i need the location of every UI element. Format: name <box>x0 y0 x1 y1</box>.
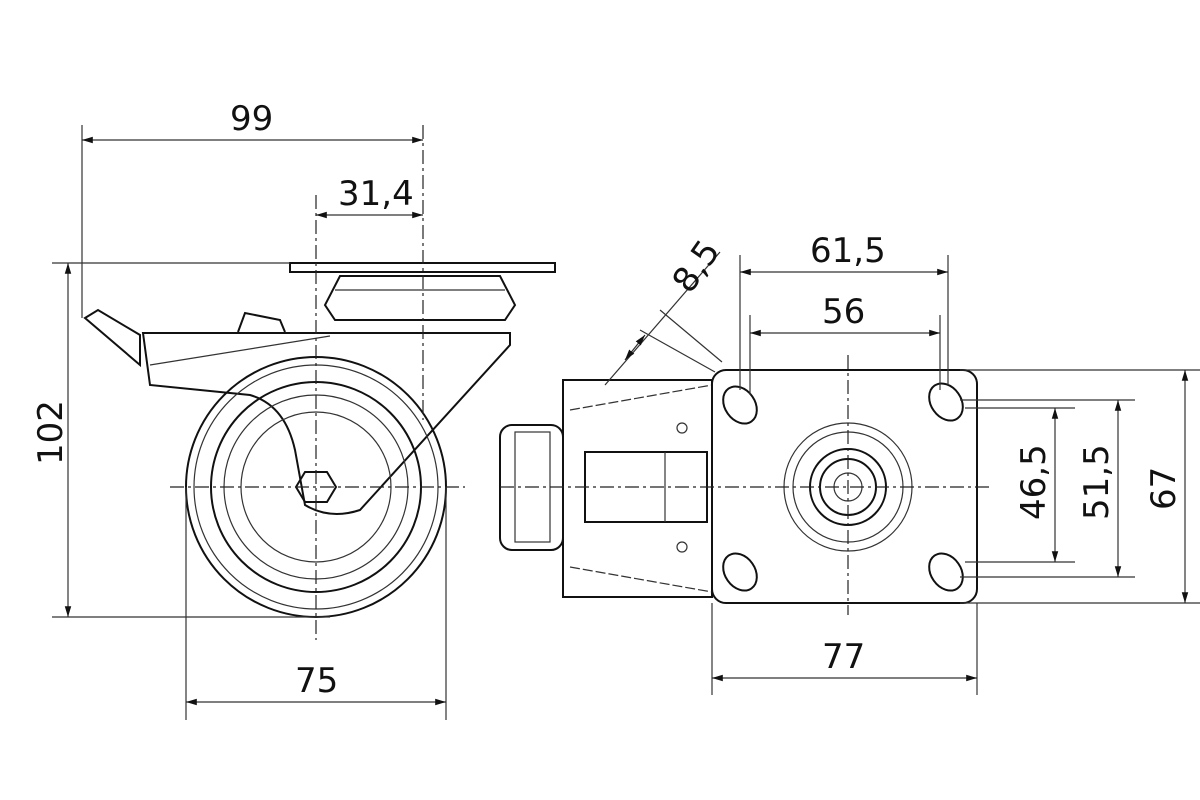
brake-pedal <box>83 308 141 368</box>
dim-plate-length: 77 <box>822 637 865 677</box>
dim-overall-length: 99 <box>230 99 273 139</box>
brake-lever <box>237 311 286 333</box>
dim-overall-height: 102 <box>31 400 71 465</box>
dim-hole-spacing-outer-x: 61,5 <box>810 231 886 271</box>
mounting-holes <box>722 382 964 592</box>
dim-hole-spacing-outer-y: 51,5 <box>1077 444 1117 520</box>
top-view: 61,5 56 77 46,5 51,5 67 8,5 <box>499 231 1200 695</box>
dim-hole-diameter: 8,5 <box>665 233 729 300</box>
dim-wheel-diameter: 75 <box>295 661 338 701</box>
side-view: 99 31,4 102 75 <box>31 99 556 720</box>
dim-offset: 31,4 <box>338 174 414 214</box>
swivel-head <box>323 275 517 321</box>
dim-plate-width: 67 <box>1144 467 1184 510</box>
dim-hole-spacing-x: 56 <box>822 292 865 332</box>
dim-hole-spacing-y: 46,5 <box>1014 444 1054 520</box>
fork-bracket <box>141 332 511 515</box>
